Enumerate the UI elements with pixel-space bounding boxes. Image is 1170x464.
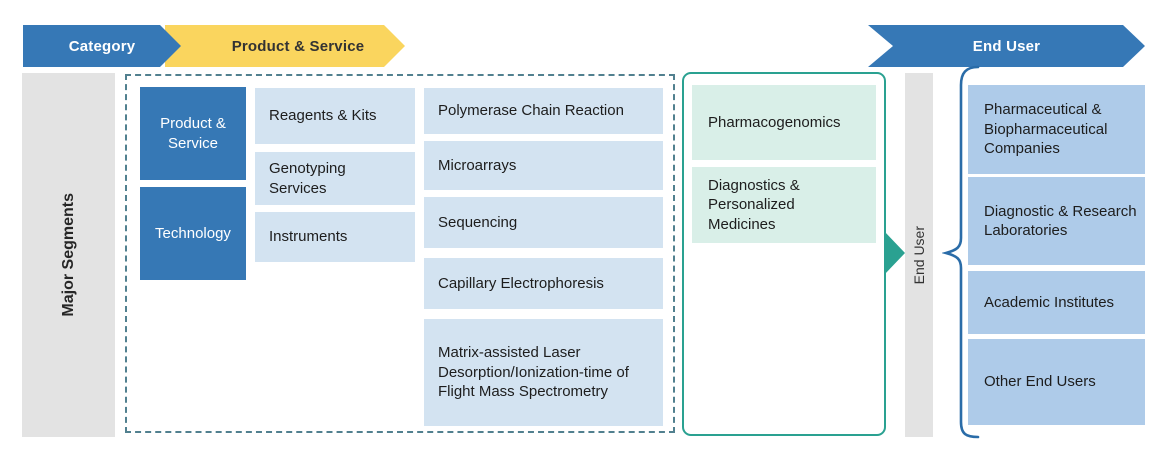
product-service-item-label: Instruments	[269, 228, 348, 246]
end-user-item-label: Academic Institutes	[984, 293, 1115, 311]
category-box-product-service: Product & Service	[140, 87, 246, 180]
product-service-item-label: Genotyping Services	[269, 160, 346, 197]
application-item: Diagnostics & Personalized Medicines	[692, 167, 876, 243]
flow-arrow-icon	[884, 231, 905, 275]
technology-item-label: Sequencing	[438, 213, 518, 231]
technology-item-label: Microarrays	[438, 156, 517, 174]
technology-item-label: Polymerase Chain Reaction	[438, 102, 624, 120]
end-user-item: Academic Institutes	[968, 271, 1145, 334]
product-service-item: Instruments	[255, 212, 415, 262]
major-segments-label: Major Segments	[59, 193, 77, 317]
technology-item-label: Capillary Electrophoresis	[438, 274, 604, 292]
technology-item: Microarrays	[424, 141, 663, 190]
technology-item: Polymerase Chain Reaction	[424, 88, 663, 134]
category-header-label: Category	[68, 37, 136, 55]
product-service-item-label: Reagents & Kits	[269, 107, 377, 125]
end-user-header-label: End User	[972, 37, 1041, 55]
application-item: Pharmacogenomics	[692, 85, 876, 160]
product-service-header-label: Product & Service	[231, 37, 365, 55]
application-item-label: Pharmacogenomics	[708, 113, 841, 131]
end-user-item: Diagnostic & Research Laboratories	[968, 177, 1145, 265]
end-user-bar: End User	[905, 73, 933, 437]
category-box-technology: Technology	[140, 187, 246, 280]
end-user-item-label: Other End Users	[984, 373, 1096, 391]
end-user-item-label: Pharmaceutical & Biopharmaceutical Compa…	[984, 101, 1108, 158]
application-item-label: Diagnostics & Personalized Medicines	[708, 176, 800, 233]
end-user-bar-label: End User	[911, 225, 927, 285]
end-user-brace	[942, 65, 980, 439]
end-user-item: Pharmaceutical & Biopharmaceutical Compa…	[968, 85, 1145, 174]
technology-item: Capillary Electrophoresis	[424, 258, 663, 309]
technology-item-label: Matrix-assisted Laser Desorption/Ionizat…	[438, 344, 629, 401]
category-box-label: Product & Service	[160, 115, 226, 152]
major-segments-bar: Major Segments	[22, 73, 115, 437]
end-user-item: Other End Users	[968, 339, 1145, 425]
segments-dashed-frame	[125, 74, 675, 433]
product-service-item: Reagents & Kits	[255, 88, 415, 144]
end-user-header-arrow: End User	[868, 25, 1145, 67]
product-service-header-arrow: Product & Service	[165, 25, 405, 67]
category-header-arrow: Category	[23, 25, 181, 67]
technology-item: Sequencing	[424, 197, 663, 248]
end-user-item-label: Diagnostic & Research Laboratories	[984, 202, 1137, 240]
technology-item: Matrix-assisted Laser Desorption/Ionizat…	[424, 319, 663, 426]
product-service-item: Genotyping Services	[255, 152, 415, 205]
category-box-label: Technology	[155, 224, 231, 242]
